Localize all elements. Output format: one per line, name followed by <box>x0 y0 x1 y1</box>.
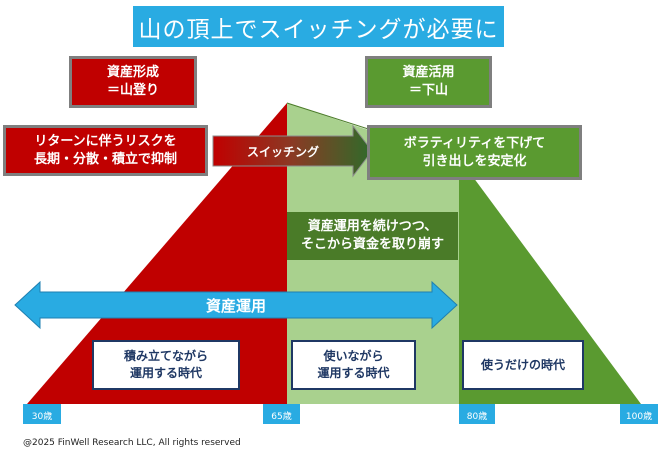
stage-3-line1: 使うだけの時代 <box>480 357 565 372</box>
switching-label: スイッチング <box>246 144 319 159</box>
decumulation-phase-box: 資産活用 ＝下山 <box>365 56 492 108</box>
stage-2-line1: 使いながら <box>323 349 384 363</box>
middle-note-line1: 資産運用を続けつつ、 <box>307 219 438 234</box>
page-title: 山の頂上でスイッチングが必要に <box>133 6 504 47</box>
age-label-30: 30歳 <box>23 404 61 424</box>
left-goal-box: リターンに伴うリスクを 長期・分散・積立で抑制 <box>3 125 208 176</box>
stage-box-using-only: 使うだけの時代 <box>462 340 584 390</box>
right-goal-line1: ボラティリティを下げて <box>403 135 546 151</box>
right-goal-line2: 引き出しを安定化 <box>422 153 527 169</box>
middle-note-line2: そこから資金を取り崩す <box>300 237 444 252</box>
age-label-65: 65歳 <box>263 404 300 424</box>
investing-double-arrow <box>14 280 458 330</box>
right-goal-box: ボラティリティを下げて 引き出しを安定化 <box>367 125 582 180</box>
accumulation-phase-line1: 資産形成 <box>106 65 159 80</box>
age-label-80: 80歳 <box>459 404 495 424</box>
age-label-100: 100歳 <box>620 404 658 424</box>
stage-box-accumulating: 積み立てながら 運用する時代 <box>92 340 240 390</box>
stage-1-line1: 積み立てながら <box>123 349 208 363</box>
decumulation-phase-line2: ＝下山 <box>408 83 448 98</box>
stage-1-line2: 運用する時代 <box>129 366 202 380</box>
accumulation-phase-box: 資産形成 ＝山登り <box>69 56 197 108</box>
switching-arrow <box>212 124 373 178</box>
accumulation-phase-line2: ＝山登り <box>106 83 159 98</box>
left-goal-line1: リターンに伴うリスクを <box>34 133 177 149</box>
decumulation-phase-line1: 資産活用 <box>402 65 455 80</box>
stage-2-line2: 運用する時代 <box>317 366 390 380</box>
investing-arrow-label: 資産運用 <box>205 296 266 315</box>
accumulation-slope <box>27 103 287 404</box>
copyright-notice: @2025 FinWell Research LLC, All rights r… <box>23 438 241 448</box>
middle-note-box: 資産運用を続けつつ、 そこから資金を取り崩す <box>287 212 458 260</box>
left-goal-line2: 長期・分散・積立で抑制 <box>33 151 177 167</box>
stage-box-using-and-investing: 使いながら 運用する時代 <box>291 340 416 390</box>
